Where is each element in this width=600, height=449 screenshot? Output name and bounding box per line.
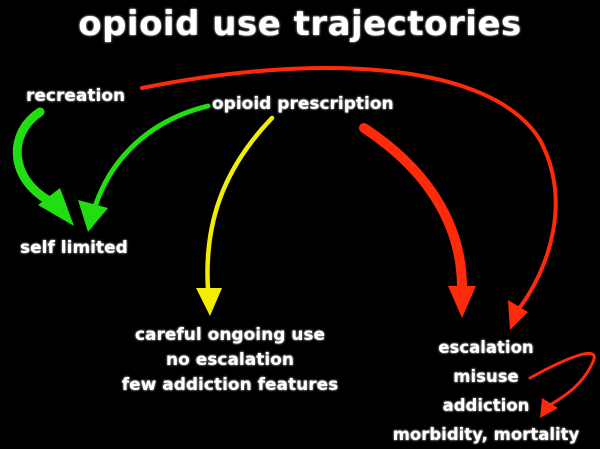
careful-line-1: careful ongoing use xyxy=(134,325,326,345)
arrowhead-prescription-to-self-limited xyxy=(78,200,108,232)
arrowhead-recreation-to-escalation xyxy=(508,300,528,330)
node-careful-ongoing-use: careful ongoing use no escalation few ad… xyxy=(102,323,358,398)
arrowhead-prescription-to-careful xyxy=(196,288,222,316)
diagram-title: opioid use trajectories xyxy=(78,4,522,44)
arrowhead-misuse-to-morbidity xyxy=(540,398,558,418)
arrow-prescription-to-escalation xyxy=(359,123,467,293)
arrow-misuse-to-morbidity xyxy=(528,351,596,407)
arrowhead-recreation-to-self-limited xyxy=(38,188,74,226)
node-escalation: escalation misuse addiction morbidity, m… xyxy=(380,333,592,449)
escalation-line-1: escalation xyxy=(438,338,534,357)
arrow-prescription-to-careful xyxy=(205,115,275,293)
escalation-line-3: addiction xyxy=(442,396,530,415)
arrow-recreation-to-self-limited xyxy=(12,107,63,210)
arrowhead-prescription-to-escalation xyxy=(448,286,476,318)
careful-line-2: no escalation xyxy=(166,350,294,370)
node-recreation: recreation xyxy=(26,86,126,106)
arrow-prescription-to-self-limited xyxy=(93,103,211,207)
escalation-line-2: misuse xyxy=(453,367,519,386)
arrow-recreation-to-escalation xyxy=(140,66,558,312)
escalation-line-4: morbidity, mortality xyxy=(392,425,580,444)
node-opioid-prescription: opioid prescription xyxy=(212,94,394,114)
careful-line-3: few addiction features xyxy=(121,375,339,395)
node-self-limited: self limited xyxy=(20,238,128,258)
